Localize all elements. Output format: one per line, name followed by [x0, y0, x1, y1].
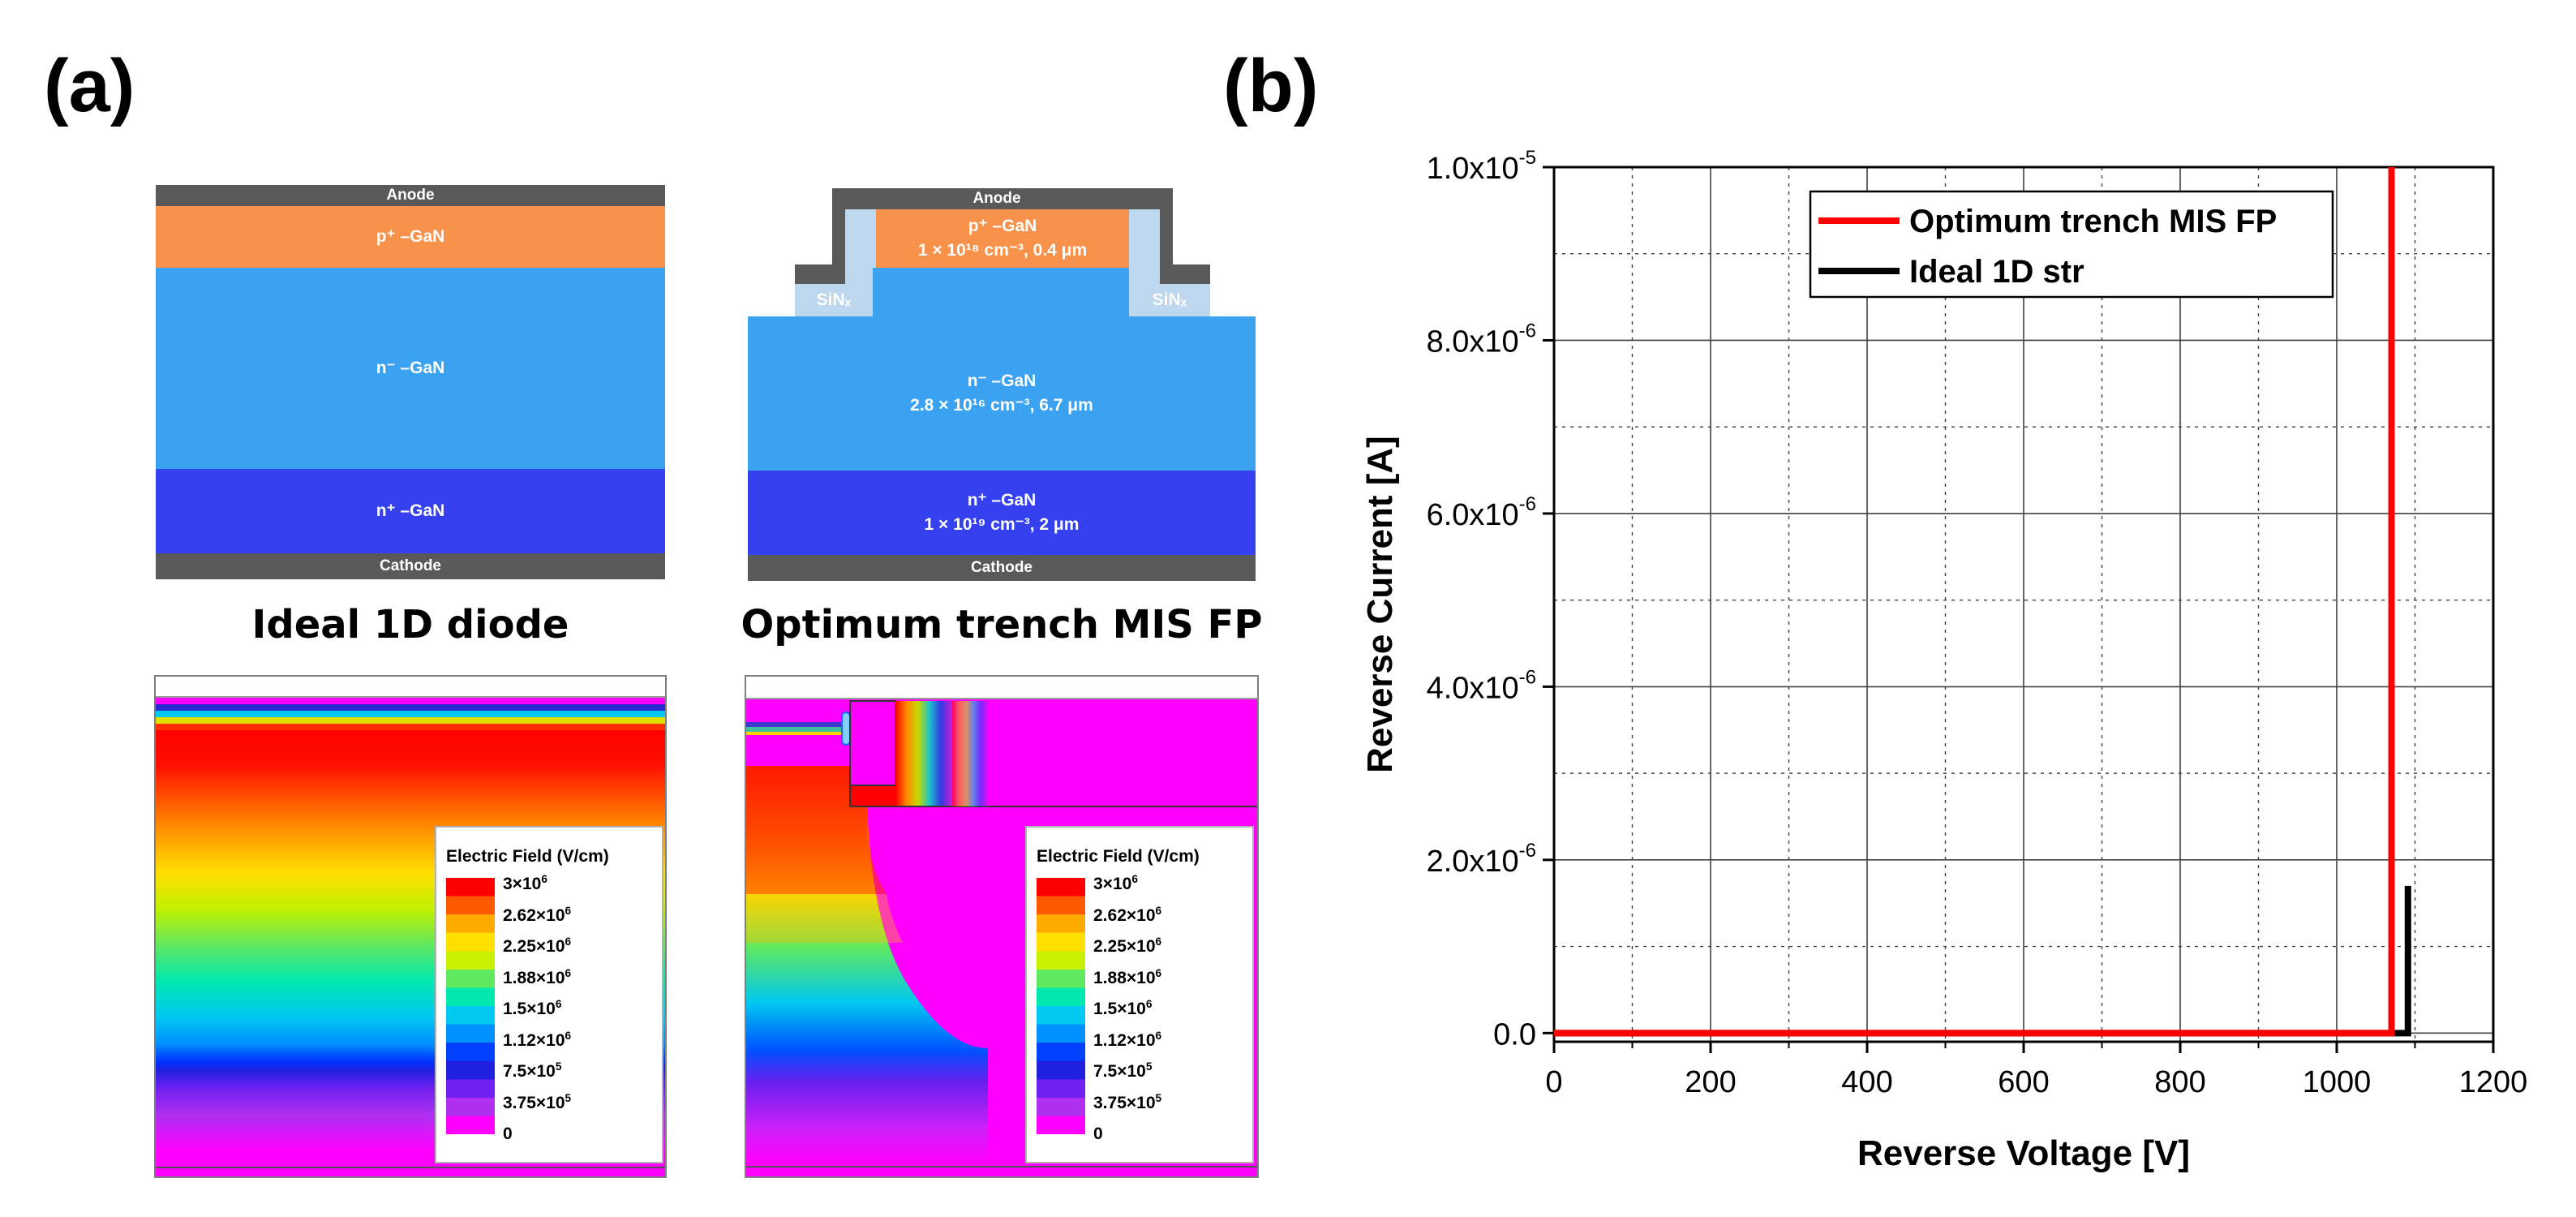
y-tick-label: 4.0x10-6	[1427, 666, 1536, 705]
trench-map-frame	[745, 675, 1259, 1178]
x-axis-label: Reverse Voltage [V]	[1857, 1133, 2190, 1173]
ideal-map-bottom-line	[154, 1167, 667, 1168]
trench-cathode-label: Cathode	[971, 559, 1033, 577]
y-axis-label: Reverse Current [A]	[1360, 436, 1400, 773]
ideal-map-top-strip	[154, 675, 667, 698]
trench-sin-right-label: SiNₓ	[1152, 290, 1187, 309]
series-line	[1554, 885, 2411, 1037]
trench-n-plus-gan-spec: 1 × 10¹⁹ cm⁻³, 2 μm	[924, 515, 1080, 534]
trench-n-minus-gan-spec: 2.8 × 10¹⁶ cm⁻³, 6.7 μm	[910, 396, 1093, 415]
legend-tick: 1.88×106	[503, 966, 572, 987]
ideal-legend-title: Electric Field (V/cm)	[446, 847, 609, 866]
legend-tick: 0	[1093, 1125, 1103, 1143]
trench-sin-right: SiNₓ	[1129, 284, 1210, 316]
trench-anode: Anode	[832, 188, 1161, 209]
legend-tick: 3.75×105	[503, 1091, 572, 1112]
trench-sin-left: SiNₓ	[795, 284, 873, 316]
trench-p-gan: p⁺ –GaN 1 × 10¹⁸ cm⁻³, 0.4 μm	[876, 209, 1129, 268]
trench-legend-title: Electric Field (V/cm)	[1037, 847, 1200, 866]
ideal-map-frame	[154, 675, 667, 1178]
caption-ideal: Ideal 1D diode	[251, 602, 569, 647]
ideal-cathode: Cathode	[156, 553, 665, 579]
trench-mesa	[873, 268, 1129, 316]
x-tick-label: 1000	[2303, 1065, 2372, 1099]
legend-tick: 3×106	[1093, 873, 1138, 893]
y-tick-label: 6.0x10-6	[1427, 493, 1536, 532]
legend-tick: 1.12×106	[503, 1029, 572, 1050]
ideal-anode: Anode	[156, 185, 665, 206]
trench-field-legend: Electric Field (V/cm) 3×106 2.62×106 2.25×…	[1025, 826, 1254, 1163]
x-tick-label: 200	[1685, 1065, 1736, 1099]
trench-anode-metal	[849, 700, 896, 786]
ideal-cathode-label: Cathode	[380, 557, 441, 575]
trench-p-gan-label: p⁺ –GaN	[968, 216, 1037, 235]
trench-map-top-strip	[745, 675, 1259, 699]
legend-tick: 3.75×105	[1093, 1091, 1162, 1112]
legend-tick: 2.62×106	[503, 904, 572, 925]
trench-p-gan-spec: 1 × 10¹⁸ cm⁻³, 0.4 μm	[917, 241, 1088, 260]
ideal-p-gan-label: p⁺ –GaN	[376, 226, 445, 246]
legend-tick: 2.25×106	[1093, 935, 1162, 956]
ideal-field-legend: Electric Field (V/cm) 3×106 2.62×106 2.25×…	[435, 826, 663, 1163]
legend-entry: Optimum trench MIS FP	[1909, 204, 2277, 239]
y-tick-label: 1.0x10-5	[1427, 147, 1536, 186]
y-tick-label: 8.0x10-6	[1427, 320, 1536, 359]
x-tick-label: 0	[1545, 1065, 1562, 1099]
panel-label-a: (a)	[44, 45, 135, 127]
legend-tick: 7.5×105	[1093, 1060, 1153, 1081]
y-tick-label: 0.0	[1493, 1017, 1536, 1051]
trench-cathode: Cathode	[748, 555, 1256, 581]
field-map-ideal: Electric Field (V/cm) 3×106 2.62×106 2.25×…	[154, 675, 667, 1178]
x-tick-label: 400	[1841, 1065, 1892, 1099]
trench-n-minus-gan: n⁻ –GaN 2.8 × 10¹⁶ cm⁻³, 6.7 μm	[748, 316, 1256, 471]
legend-entry: Ideal 1D str	[1909, 254, 2084, 290]
caption-trench: Optimum trench MIS FP	[741, 602, 1263, 647]
trench-n-plus-gan-label: n⁺ –GaN	[967, 490, 1037, 510]
trench-map-field-svg	[745, 700, 1259, 1168]
ideal-map-thin-layers	[154, 698, 667, 730]
x-tick-label: 1200	[2459, 1065, 2528, 1099]
legend-tick: 7.5×105	[503, 1060, 562, 1081]
ideal-n-minus-gan-label: n⁻ –GaN	[376, 358, 445, 377]
legend-tick: 1.5×106	[503, 998, 562, 1018]
series-line	[1554, 167, 2395, 1037]
x-tick-label: 600	[1998, 1065, 2049, 1099]
trench-n-minus-gan-label: n⁻ –GaN	[967, 371, 1037, 390]
ideal-anode-label: Anode	[386, 187, 435, 204]
legend-tick: 3×106	[503, 873, 547, 893]
panel-label-b: (b)	[1223, 45, 1319, 127]
plot-frame	[1552, 166, 2495, 1043]
trench-sin-left-wall	[845, 209, 876, 286]
x-tick-label: 800	[2154, 1065, 2205, 1099]
trench-anode-label: Anode	[972, 190, 1021, 208]
ideal-n-minus-gan: n⁻ –GaN	[156, 268, 665, 469]
legend-tick: 0	[503, 1125, 513, 1143]
chart-legend	[1809, 190, 2334, 299]
trench-sin-left-label: SiNₓ	[816, 290, 852, 309]
legend-tick: 2.25×106	[503, 935, 572, 956]
ideal-p-gan: p⁺ –GaN	[156, 206, 665, 268]
field-map-trench: Electric Field (V/cm) 3×106 2.62×106 2.25×…	[745, 675, 1259, 1178]
trench-sin-right-wall	[1129, 209, 1160, 286]
y-tick-label: 2.0x10-6	[1427, 840, 1536, 879]
trench-n-plus-gan: n⁺ –GaN 1 × 10¹⁹ cm⁻³, 2 μm	[748, 471, 1256, 555]
ideal-legend-colorbar	[446, 878, 495, 1134]
ideal-n-plus-gan: n⁺ –GaN	[156, 469, 665, 553]
legend-tick: 2.62×106	[1093, 904, 1162, 925]
legend-tick: 1.12×106	[1093, 1029, 1162, 1050]
trench-legend-colorbar	[1037, 878, 1085, 1134]
ideal-n-plus-gan-label: n⁺ –GaN	[376, 501, 445, 520]
legend-tick: 1.88×106	[1093, 966, 1162, 987]
legend-tick: 1.5×106	[1093, 998, 1153, 1018]
